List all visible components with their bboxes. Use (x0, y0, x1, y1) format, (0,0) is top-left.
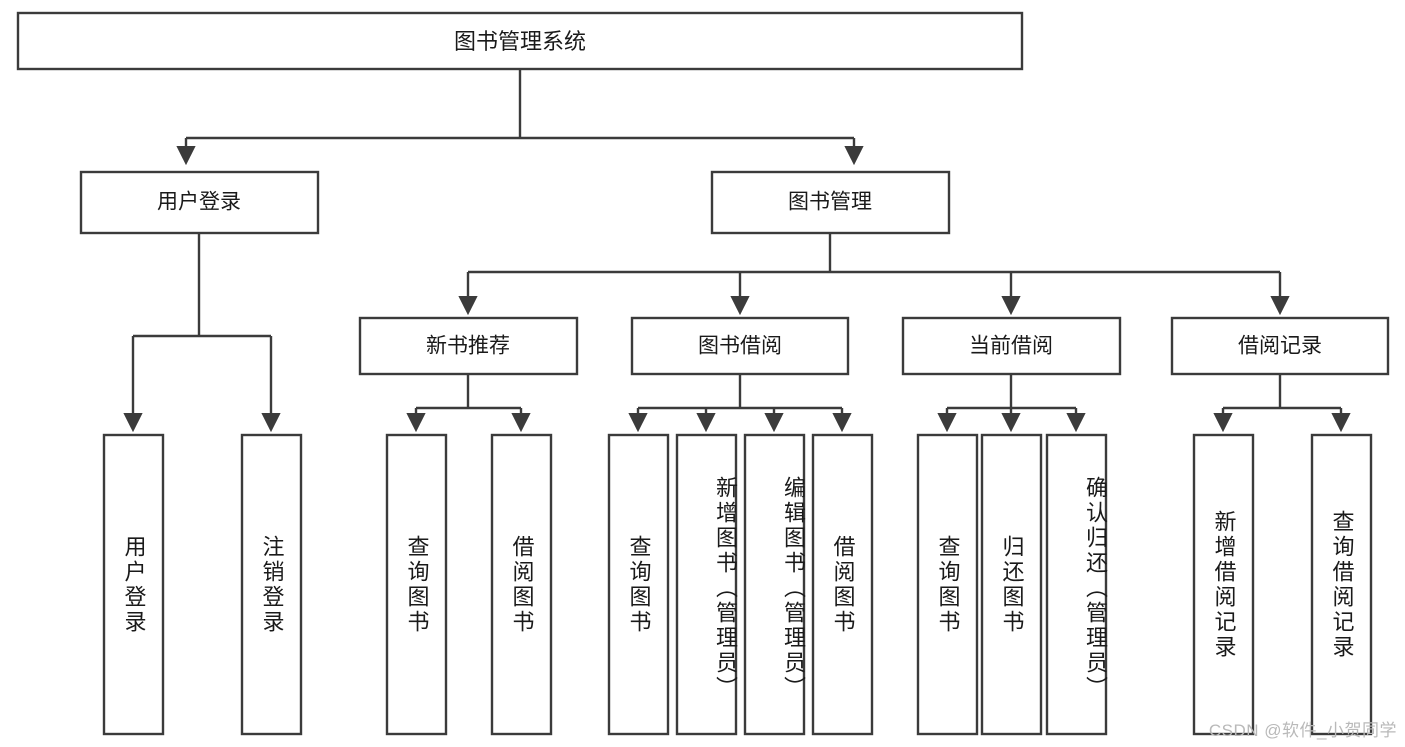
leaf-box-bb-edit-book[interactable] (743, 433, 806, 736)
node-root-label: 图书管理系统 (454, 29, 586, 54)
node-book-borrow-label: 图书借阅 (698, 335, 782, 358)
leaf-box-cb-query-book[interactable] (916, 433, 979, 736)
leaf-box-bb-query-book[interactable] (607, 433, 670, 736)
node-new-book-recommend-label: 新书推荐 (426, 335, 510, 358)
leaf-box-nbr-query-book[interactable] (385, 433, 448, 736)
node-new-book-recommend[interactable]: 新书推荐 (358, 316, 579, 376)
leaf-box-br-add-record[interactable] (1192, 433, 1255, 736)
node-borrow-record-label: 借阅记录 (1238, 335, 1322, 358)
leaf-box-nbr-borrow-book[interactable] (490, 433, 553, 736)
connector-newbook-to-leaves (406, 374, 531, 433)
node-book-borrow[interactable]: 图书借阅 (630, 316, 850, 376)
node-book-management[interactable]: 图书管理 (710, 170, 951, 235)
node-root[interactable]: 图书管理系统 (16, 11, 1024, 71)
connector-currentborrow-to-leaves (937, 374, 1086, 433)
leaf-box-user-logout[interactable] (240, 433, 303, 736)
leaf-box-bb-borrow-book[interactable] (811, 433, 874, 736)
node-user-login[interactable]: 用户登录 (79, 170, 320, 235)
node-borrow-record[interactable]: 借阅记录 (1170, 316, 1390, 376)
connector-root-to-level2 (176, 69, 864, 166)
leaf-box-user-login[interactable] (102, 433, 165, 736)
leaf-box-cb-return-book[interactable] (980, 433, 1043, 736)
connector-borrowrecord-to-leaves (1213, 374, 1351, 433)
node-user-login-label: 用户登录 (157, 191, 241, 214)
leaf-box-br-query-record[interactable] (1310, 433, 1373, 736)
leaf-boxes (102, 433, 1373, 736)
leaf-box-bb-add-book[interactable] (675, 433, 738, 736)
node-current-borrow[interactable]: 当前借阅 (901, 316, 1122, 376)
csdn-watermark: CSDN @软件_小贺同学 (1208, 721, 1397, 740)
connector-bookborrow-to-leaves (628, 374, 852, 433)
leaf-box-cb-confirm-return[interactable] (1045, 433, 1108, 736)
node-current-borrow-label: 当前借阅 (969, 335, 1053, 358)
connector-bookmgmt-to-level3 (458, 233, 1290, 316)
connector-userlogin-to-leaves (123, 233, 281, 433)
node-book-management-label: 图书管理 (788, 191, 872, 214)
